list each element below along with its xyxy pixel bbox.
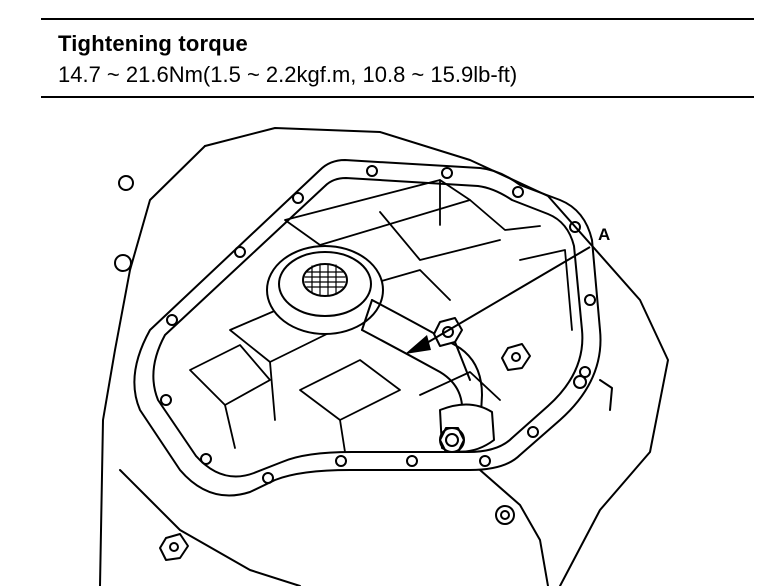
engine-block-outline bbox=[204, 127, 669, 586]
callout-a: A bbox=[405, 225, 610, 354]
torque-spec: Tightening torque 14.7 ~ 21.6Nm(1.5 ~ 2.… bbox=[58, 30, 517, 90]
callout-arrowhead bbox=[405, 335, 431, 354]
oil-pan-flange-inner bbox=[152, 177, 584, 478]
callout-label-a: A bbox=[598, 225, 610, 244]
oil-pan-flange-outer bbox=[133, 159, 602, 497]
block-hole bbox=[114, 254, 132, 272]
side-bolt bbox=[501, 343, 531, 371]
callout-leader-line bbox=[424, 246, 591, 345]
spec-title: Tightening torque bbox=[58, 31, 248, 56]
block-hole bbox=[118, 175, 134, 191]
pickup-mount bbox=[439, 403, 495, 453]
spec-value: 14.7 ~ 21.6Nm(1.5 ~ 2.2kgf.m, 10.8 ~ 15.… bbox=[58, 62, 518, 87]
lower-bolts bbox=[159, 505, 515, 561]
flange-bolt-holes bbox=[160, 165, 596, 484]
bracket-bolt bbox=[433, 317, 471, 381]
pickup-tube bbox=[371, 299, 483, 433]
oil-strainer bbox=[266, 245, 384, 335]
header-bottom-rule bbox=[41, 96, 754, 98]
internal-ribs bbox=[189, 179, 573, 453]
header-top-rule bbox=[41, 18, 754, 20]
